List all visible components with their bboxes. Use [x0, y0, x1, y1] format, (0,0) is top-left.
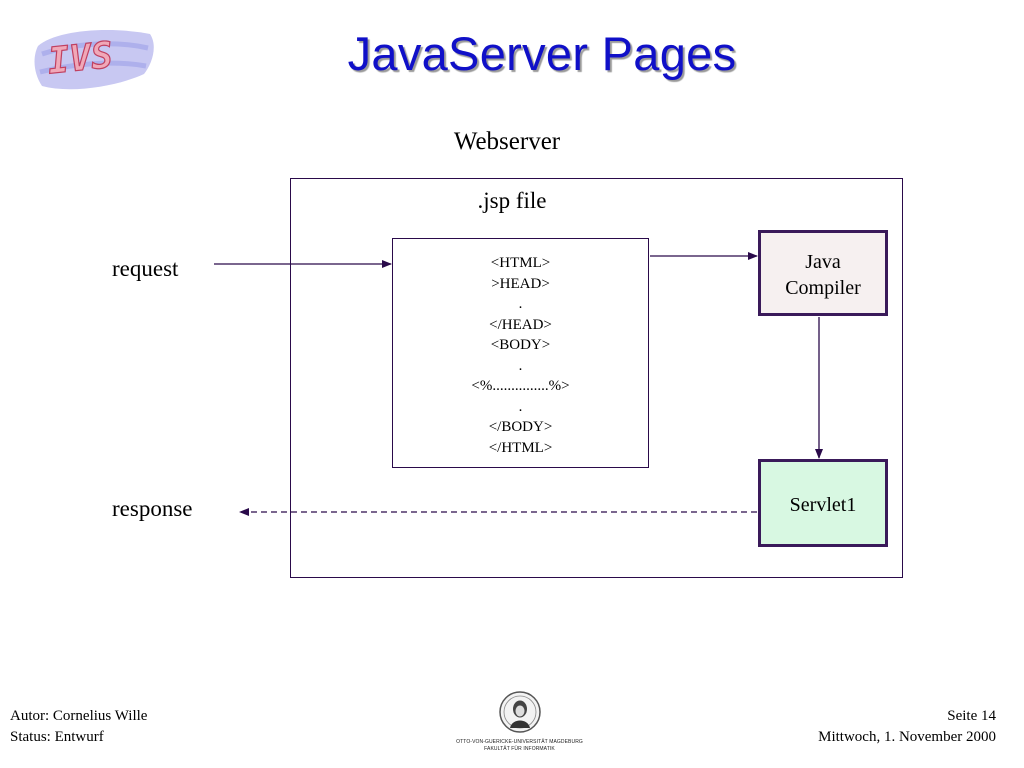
- java-compiler-box: Java Compiler: [758, 230, 888, 316]
- jsp-line: </HTML>: [488, 439, 553, 456]
- university-emblem: OTTO-VON-GUERICKE-UNIVERSITÄT MAGDEBURG …: [452, 690, 587, 753]
- footer-date: Mittwoch, 1. November 2000: [818, 729, 996, 745]
- page-title: JavaServer Pages: [347, 27, 737, 80]
- jsp-line: <%...............%>: [471, 378, 570, 394]
- svg-text:IVS: IVS: [46, 35, 115, 83]
- webserver-label: Webserver: [453, 128, 561, 155]
- jsp-line: .: [518, 296, 523, 312]
- university-seal-icon: [498, 691, 541, 733]
- servlet-box: Servlet1: [758, 459, 888, 547]
- footer-status: Status: Entwurf: [10, 729, 104, 745]
- university-name: OTTO-VON-GUERICKE-UNIVERSITÄT MAGDEBURG: [456, 739, 583, 745]
- jsp-line: <HTML>: [490, 255, 551, 271]
- ivs-logo: IVS: [34, 30, 154, 90]
- servlet-label: Servlet1: [789, 494, 857, 516]
- jsp-line: </BODY>: [488, 419, 553, 435]
- footer-left: Autor: Cornelius Wille Status: Entwurf: [10, 706, 147, 748]
- jsp-file-label: .jsp file: [477, 188, 547, 213]
- faculty-name: FAKULTÄT FÜR INFORMATIK: [484, 746, 555, 752]
- response-label: response: [112, 496, 193, 521]
- compiler-label-line: Java: [805, 251, 841, 273]
- jsp-line: .: [518, 398, 523, 415]
- footer-author: Autor: Cornelius Wille: [10, 708, 148, 724]
- webserver-box: [290, 178, 903, 578]
- footer-page-number: Seite 14: [947, 708, 996, 724]
- jsp-line: .: [518, 357, 523, 374]
- compiler-label-line: Compiler: [785, 277, 861, 299]
- jsp-line: >HEAD>: [491, 275, 550, 292]
- jsp-file-box: <HTML> >HEAD> . </HEAD> <BODY> . <%.....…: [392, 238, 649, 468]
- jsp-line: <BODY>: [490, 337, 551, 353]
- footer-right: Seite 14 Mittwoch, 1. November 2000: [818, 706, 996, 748]
- request-label: request: [112, 256, 179, 281]
- jsp-line: </HEAD>: [489, 316, 552, 333]
